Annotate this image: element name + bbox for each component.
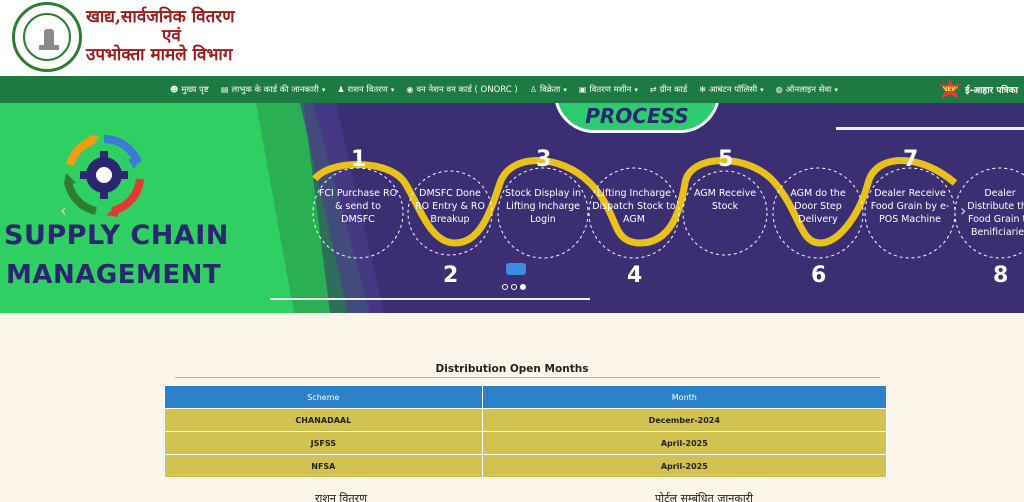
carousel-dot[interactable] xyxy=(502,284,508,290)
table-row: NFSA April-2025 xyxy=(164,454,888,478)
chevron-down-icon: ▾ xyxy=(634,85,638,94)
nav-item[interactable]: ◍ऑनलाइन सेवा▾ xyxy=(770,84,844,95)
section-heading-portal-info: पोर्टल सम्बंधित जानकारी xyxy=(655,492,754,502)
carousel-dot-active[interactable] xyxy=(520,284,526,290)
nav-item-label: आबंटन पॉलिसी xyxy=(708,85,758,95)
distribution-months-table: Scheme Month CHANADAAL December-2024 JSF… xyxy=(164,385,888,478)
dept-title-line1: खाद्य,सार्वजनिक वितरण xyxy=(86,7,235,27)
dealer-icon: ♙ xyxy=(529,85,537,94)
seal-ring xyxy=(23,13,71,61)
chevron-down-icon: ▾ xyxy=(760,85,764,94)
scheme-cell: JSFSS xyxy=(164,431,483,455)
carousel-indicator-highlight xyxy=(506,263,526,275)
nav-menu: ☻मुख्य पृष्ट▤लाभुक के कार्ड की जानकारी▾♟… xyxy=(164,76,844,103)
ration-icon: ♟ xyxy=(337,85,345,94)
chevron-down-icon: ▾ xyxy=(321,85,326,94)
home-icon: ☻ xyxy=(170,85,179,94)
nav-item[interactable]: ▣वितरण मशीन▾ xyxy=(573,84,644,95)
chevron-down-icon: ▾ xyxy=(563,85,567,94)
process-step-number: 8 xyxy=(993,263,1009,288)
scheme-cell: NFSA xyxy=(164,454,483,478)
new-badge-icon: NEW xyxy=(939,79,962,99)
department-title[interactable]: खाद्य,सार्वजनिक वितरण एवं उपभोक्ता मामले… xyxy=(86,8,235,65)
machine-icon: ▣ xyxy=(578,85,587,94)
dept-title-line2: एवं xyxy=(162,26,181,46)
chevron-down-icon: ▾ xyxy=(834,85,838,94)
chevron-down-icon: ▾ xyxy=(390,85,395,94)
nav-item-label: विक्रेता xyxy=(539,85,561,95)
process-step-number: 6 xyxy=(811,263,827,288)
nav-item[interactable]: ☻मुख्य पृष्ट xyxy=(164,84,215,95)
distribution-open-months-title: Distribution Open Months xyxy=(435,363,589,375)
process-step-text: Dealer Receive Food Grain by e-POS Machi… xyxy=(870,188,950,225)
emblem-icon xyxy=(44,29,54,47)
month-cell: April-2025 xyxy=(481,431,888,455)
shuffle-icon: ⇄ xyxy=(649,85,657,94)
decor-line xyxy=(836,127,1024,130)
table-header-row: Scheme Month xyxy=(164,385,888,409)
nav-item[interactable]: ♙विक्रेता▾ xyxy=(524,84,573,95)
process-label: PROCESS xyxy=(585,104,689,128)
process-step-number: 1 xyxy=(351,147,367,172)
table-row: JSFSS April-2025 xyxy=(164,431,888,455)
process-step-number: 5 xyxy=(718,147,734,172)
emblem-base xyxy=(39,45,59,50)
nav-item[interactable]: ▤लाभुक के कार्ड की जानकारी▾ xyxy=(215,84,332,95)
column-header-month: Month xyxy=(481,385,888,409)
supply-chain-gear-icon xyxy=(64,134,144,217)
title-divider xyxy=(175,377,880,378)
new-badge-text: NEW xyxy=(942,85,958,93)
banner-title-line2: MANAGEMENT xyxy=(6,260,222,290)
process-step-text: Dealer Distribute the Food Grain to Beni… xyxy=(967,188,1024,238)
globe-icon: ◉ xyxy=(406,85,414,94)
site-header: खाद्य,सार्वजनिक वितरण एवं उपभोक्ता मामले… xyxy=(0,0,1024,76)
nav-item-label: ऑनलाइन सेवा xyxy=(785,85,832,95)
card-icon: ▤ xyxy=(220,85,229,94)
process-step-number: 7 xyxy=(903,147,919,172)
carousel-prev-arrow-icon[interactable]: ‹ xyxy=(60,201,67,220)
banner-title-line1: SUPPLY CHAIN xyxy=(4,220,229,251)
carousel-dots xyxy=(502,284,526,290)
process-step-text: FCI Purchase RO & send to DMSFC xyxy=(318,188,398,225)
process-step-text: Lifting Incharge Dispatch Stock to AGM xyxy=(592,188,676,225)
process-step-number: 3 xyxy=(536,147,552,172)
nav-item-label: मुख्य पृष्ट xyxy=(181,85,209,95)
process-step-text: AGM do the Door Step Delivery xyxy=(790,188,846,225)
process-step-text: Stock Display in Lifting Incharge Login xyxy=(504,188,581,225)
process-snake-path xyxy=(312,157,1024,259)
department-seal-logo[interactable] xyxy=(12,2,82,72)
main-navbar: ☻मुख्य पृष्ट▤लाभुक के कार्ड की जानकारी▾♟… xyxy=(0,76,1024,103)
month-cell: December-2024 xyxy=(481,408,888,432)
decor-line xyxy=(270,298,590,300)
scheme-cell: CHANADAAL xyxy=(164,408,483,432)
dept-title-line3: उपभोक्ता मामले विभाग xyxy=(86,45,233,65)
carousel-next-arrow-icon[interactable]: › xyxy=(960,201,967,220)
month-cell: April-2025 xyxy=(481,454,888,478)
content-area: Distribution Open Months Scheme Month CH… xyxy=(0,313,1024,502)
nav-item-label: वन नेशन वन कार्ड ( ONORC ) xyxy=(416,85,518,95)
nav-item[interactable]: ♟राशन वितरण▾ xyxy=(331,84,400,95)
process-label-pill: PROCESS xyxy=(554,103,720,133)
process-step-text: AGM Receive Stock xyxy=(693,188,757,212)
nav-item[interactable]: ✻आबंटन पॉलिसी▾ xyxy=(693,84,769,95)
section-heading-ration-distribution: राशन वितरण xyxy=(315,492,368,502)
process-step-text: DMSFC Done RO Entry & RO Breakup xyxy=(415,188,485,225)
process-step-number: 2 xyxy=(443,263,459,288)
globe-icon: ◍ xyxy=(775,85,783,94)
process-step-number: 4 xyxy=(627,263,643,288)
nav-item-label: ग्रीन कार्ड xyxy=(659,85,688,95)
eaahar-patrika-link[interactable]: NEW ई-आहार पत्रिका xyxy=(939,79,1018,99)
nav-item-label: राशन वितरण xyxy=(347,85,388,95)
nav-item[interactable]: ⇄ग्रीन कार्ड xyxy=(644,84,693,95)
column-header-scheme: Scheme xyxy=(164,385,483,409)
nav-item[interactable]: ◉वन नेशन वन कार्ड ( ONORC ) xyxy=(400,84,523,95)
gear-icon: ✻ xyxy=(699,85,706,94)
carousel-dot[interactable] xyxy=(511,284,517,290)
nav-item-label: वितरण मशीन xyxy=(589,85,632,95)
eaahar-patrika-label: ई-आहार पत्रिका xyxy=(965,85,1018,96)
table-row: CHANADAAL December-2024 xyxy=(164,408,888,432)
nav-item-label: लाभुक के कार्ड की जानकारी xyxy=(231,85,319,95)
